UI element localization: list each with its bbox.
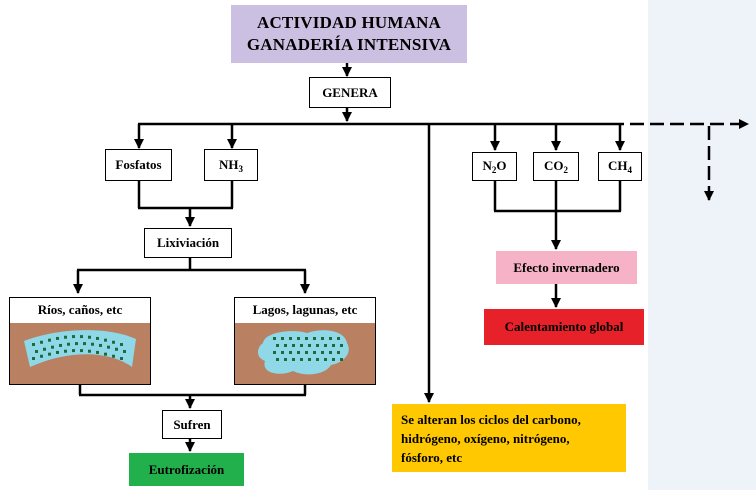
title-line2: GANADERÍA INTENSIVA	[246, 35, 452, 54]
ciclos-line3: fósforo, etc	[401, 449, 463, 465]
lake-illustration	[235, 323, 375, 384]
title-line1: ACTIVIDAD HUMANA	[256, 13, 442, 32]
eutrofizacion-label: Eutrofización	[148, 461, 225, 477]
ch4-label: CH4	[608, 158, 632, 175]
ciclos-line1: Se alteran los ciclos del carbono,	[401, 411, 581, 427]
nh3-box: NH3	[204, 149, 258, 181]
genera-box: GENERA	[309, 77, 391, 108]
co2-label: CO2	[544, 158, 568, 175]
ciclos-text: Se alteran los ciclos del carbono, hidró…	[401, 410, 581, 467]
efecto-invernadero-box: Efecto invernadero	[496, 251, 637, 284]
lagos-label: Lagos, lagunas, etc	[252, 302, 358, 317]
sufren-box: Sufren	[162, 410, 222, 439]
ch4-box: CH4	[598, 152, 642, 181]
ciclos-line2: hidrógeno, oxígeno, nitrógeno,	[401, 430, 570, 446]
sufren-label: Sufren	[173, 416, 211, 432]
lixiviacion-box: Lixiviación	[144, 228, 232, 258]
calentamiento-global-box: Calentamiento global	[484, 309, 644, 345]
lagos-panel: Lagos, lagunas, etc	[234, 297, 376, 385]
genera-label: GENERA	[322, 84, 378, 100]
lixiviacion-label: Lixiviación	[156, 235, 220, 250]
fosfatos-label: Fosfatos	[115, 157, 162, 172]
n2o-label: N2O	[482, 158, 507, 175]
co2-box: CO2	[533, 152, 579, 181]
background-side-panel	[648, 0, 756, 490]
rios-label: Ríos, caños, etc	[37, 302, 123, 317]
calentamiento-label: Calentamiento global	[504, 319, 624, 334]
title-box: ACTIVIDAD HUMANA GANADERÍA INTENSIVA	[231, 5, 467, 63]
nh3-label: NH3	[219, 156, 243, 174]
eutrofizacion-box: Eutrofización	[129, 453, 244, 486]
rios-panel: Ríos, caños, etc	[9, 297, 151, 385]
n2o-box: N2O	[472, 152, 517, 181]
fosfatos-box: Fosfatos	[105, 149, 172, 181]
ciclos-box: Se alteran los ciclos del carbono, hidró…	[392, 404, 626, 472]
efecto-label: Efecto invernadero	[513, 259, 620, 275]
river-illustration	[10, 323, 150, 384]
